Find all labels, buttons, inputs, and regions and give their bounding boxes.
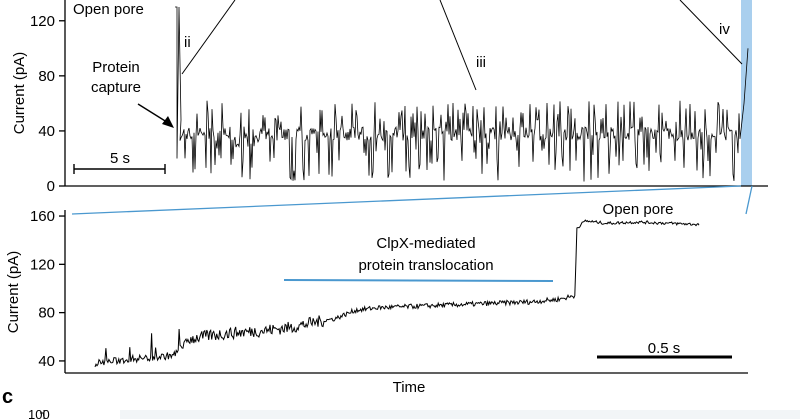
zoom-connector-right (745, 185, 753, 215)
open-pore-annotation-mid: Open pore (603, 201, 674, 218)
panel-c-ytick: 100 (28, 407, 50, 419)
top-ytick-label-80: 80 (38, 68, 55, 85)
highlight-band (741, 0, 752, 186)
translocation-bar (283, 279, 554, 282)
mid-ytick-label-80: 80 (38, 305, 55, 322)
mid-ytick-label-40: 40 (38, 353, 55, 370)
protein-capture-arrowhead (162, 116, 174, 128)
translocation-line2: protein translocation (358, 257, 493, 274)
open-pore-annotation-top: Open pore (73, 1, 144, 18)
translocation-line1: ClpX-mediated (376, 235, 475, 252)
mid-x-axis-label: Time (393, 379, 426, 396)
callout-line-iii (439, 0, 477, 91)
panel-label-c: c (2, 386, 13, 408)
scale-bar-05s-label: 0.5 s (648, 340, 681, 357)
callout-line-ii (181, 0, 236, 75)
top-y-ticks: 0 40 80 120 (30, 13, 65, 195)
label-iii: iii (476, 54, 486, 71)
mid-current-trace (94, 219, 700, 368)
mid-ytick-label-120: 120 (30, 256, 55, 273)
panel-c-background (120, 410, 800, 419)
top-ytick-label-120: 120 (30, 13, 55, 30)
top-current-trace (175, 6, 749, 182)
mid-y-ticks: 40 80 120 160 (30, 208, 65, 370)
label-ii: ii (184, 34, 191, 51)
middle-panel: 40 80 120 160 Current (pA) Time Open pore C… (5, 201, 748, 396)
scale-bar-5s-label: 5 s (110, 150, 130, 167)
callout-line-iv (679, 0, 743, 65)
top-ytick-label-40: 40 (38, 123, 55, 140)
mid-y-axis-label: Current (pA) (5, 251, 22, 334)
mid-ytick-label-160: 160 (30, 208, 55, 225)
protein-capture-line2: capture (91, 79, 141, 96)
top-y-axis-label: Current (pA) (11, 52, 28, 135)
protein-capture-line1: Protein (92, 59, 140, 76)
top-ytick-label-0: 0 (47, 178, 55, 195)
zoom-connector-left (71, 185, 742, 215)
label-iv: iv (719, 21, 730, 38)
